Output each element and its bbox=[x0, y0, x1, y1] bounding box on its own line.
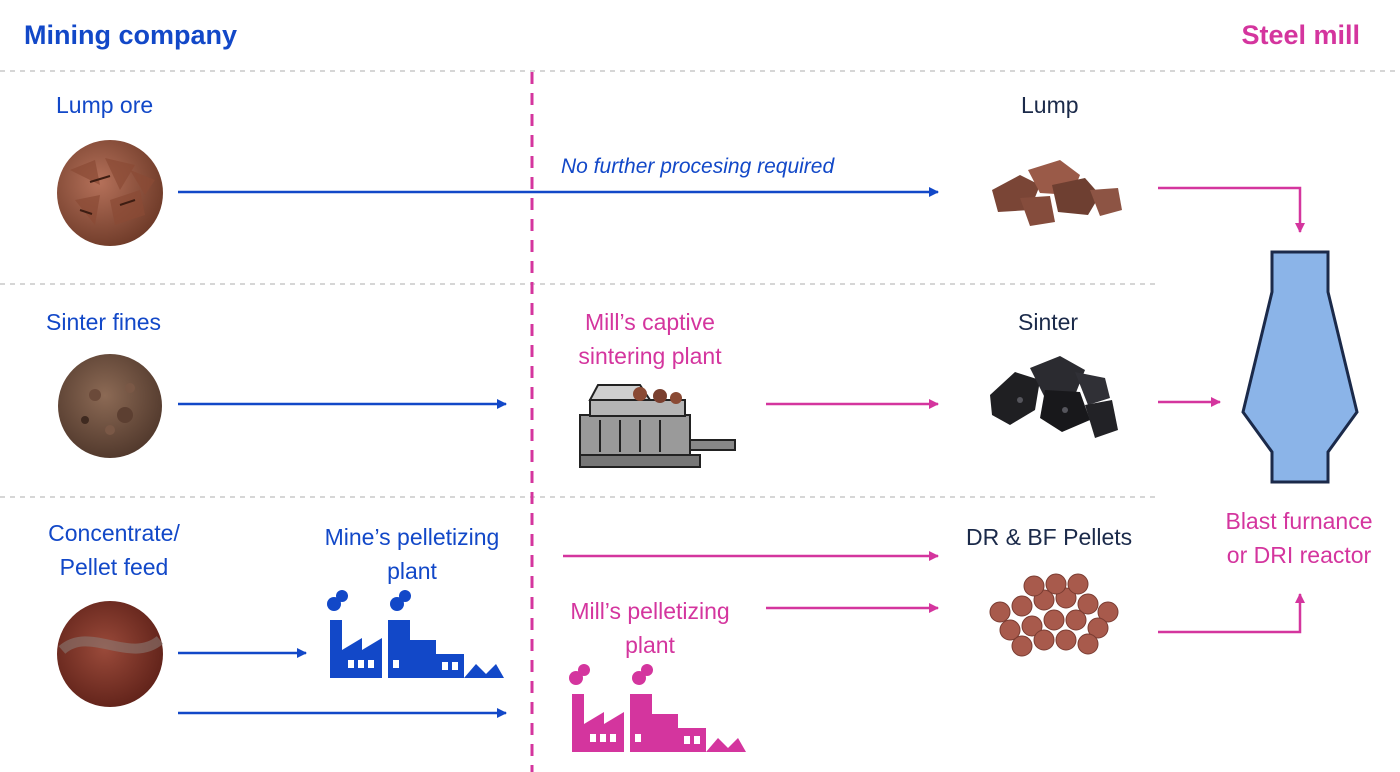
lump-ore-image bbox=[57, 140, 163, 246]
furnace-line-2: or DRI reactor bbox=[1226, 542, 1372, 568]
concentrate-line-2: Pellet feed bbox=[59, 554, 169, 580]
arrow-pellets-to-furnace bbox=[1158, 593, 1305, 634]
steel-mill-header: Steel mill bbox=[1241, 20, 1360, 50]
furnace-line-1: Blast furnance bbox=[1225, 508, 1373, 534]
mill-pelletizing-factory-icon bbox=[569, 664, 746, 752]
mine-pelletizing-line-1: Mine’s pelletizing bbox=[324, 524, 500, 550]
lump-ore-label: Lump ore bbox=[56, 92, 154, 118]
concentrate-label: Concentrate/ Pellet feed bbox=[24, 516, 204, 584]
pellets-product-label: DR & BF Pellets bbox=[966, 524, 1133, 550]
pellets-product-image bbox=[989, 573, 1119, 657]
furnace-label: Blast furnance or DRI reactor bbox=[1204, 504, 1394, 572]
mill-pelletizing-line-1: Mill’s pelletizing bbox=[570, 598, 730, 624]
sintering-machine-image bbox=[579, 384, 736, 468]
mill-pelletizing-line-2: plant bbox=[625, 632, 675, 658]
mining-company-header: Mining company bbox=[24, 20, 238, 50]
mine-pelletizing-factory-icon bbox=[327, 590, 504, 678]
lump-product-label: Lump bbox=[1021, 92, 1079, 118]
arrow-lump-to-furnace bbox=[1158, 186, 1305, 233]
sinter-fines-image bbox=[58, 354, 162, 458]
lump-product-image bbox=[992, 160, 1122, 226]
concentrate-line-1: Concentrate/ bbox=[48, 520, 180, 546]
no-processing-note: No further procesing required bbox=[561, 155, 835, 178]
sinter-fines-label: Sinter fines bbox=[46, 309, 162, 335]
sintering-plant-line-1: Mill’s captive bbox=[585, 309, 715, 335]
mill-pelletizing-label: Mill’s pelletizing plant bbox=[548, 594, 752, 662]
furnace-shape bbox=[1241, 250, 1359, 484]
mine-pelletizing-line-2: plant bbox=[387, 558, 437, 584]
concentrate-image bbox=[57, 601, 164, 707]
sinter-product-label: Sinter bbox=[1018, 309, 1079, 335]
sintering-plant-label: Mill’s captive sintering plant bbox=[552, 305, 748, 373]
sintering-plant-line-2: sintering plant bbox=[578, 343, 722, 369]
sinter-product-image bbox=[990, 356, 1118, 438]
mine-pelletizing-label: Mine’s pelletizing plant bbox=[306, 520, 518, 588]
